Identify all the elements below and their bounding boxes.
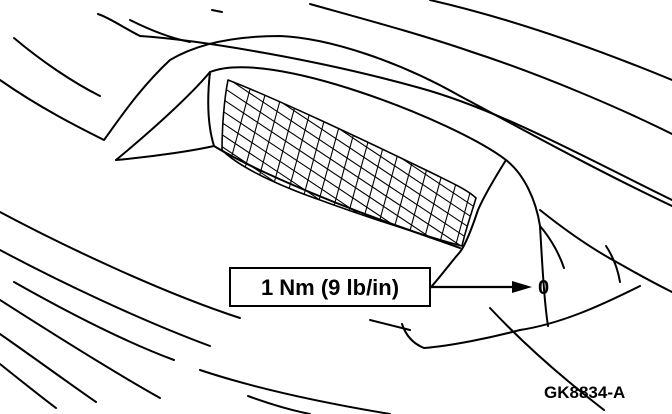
- torque-label-box: [229, 267, 431, 307]
- lower-body-lines: [0, 209, 672, 414]
- torque-callout: 1 Nm (9 lb/in) 0: [229, 267, 549, 307]
- callout-arrow-icon: [512, 281, 532, 293]
- body-panel-lines: [0, 0, 672, 207]
- figure-code: GK8834-A: [544, 383, 625, 402]
- callout-number: 0: [538, 277, 549, 299]
- torque-label: 1 Nm (9 lb/in): [261, 275, 399, 300]
